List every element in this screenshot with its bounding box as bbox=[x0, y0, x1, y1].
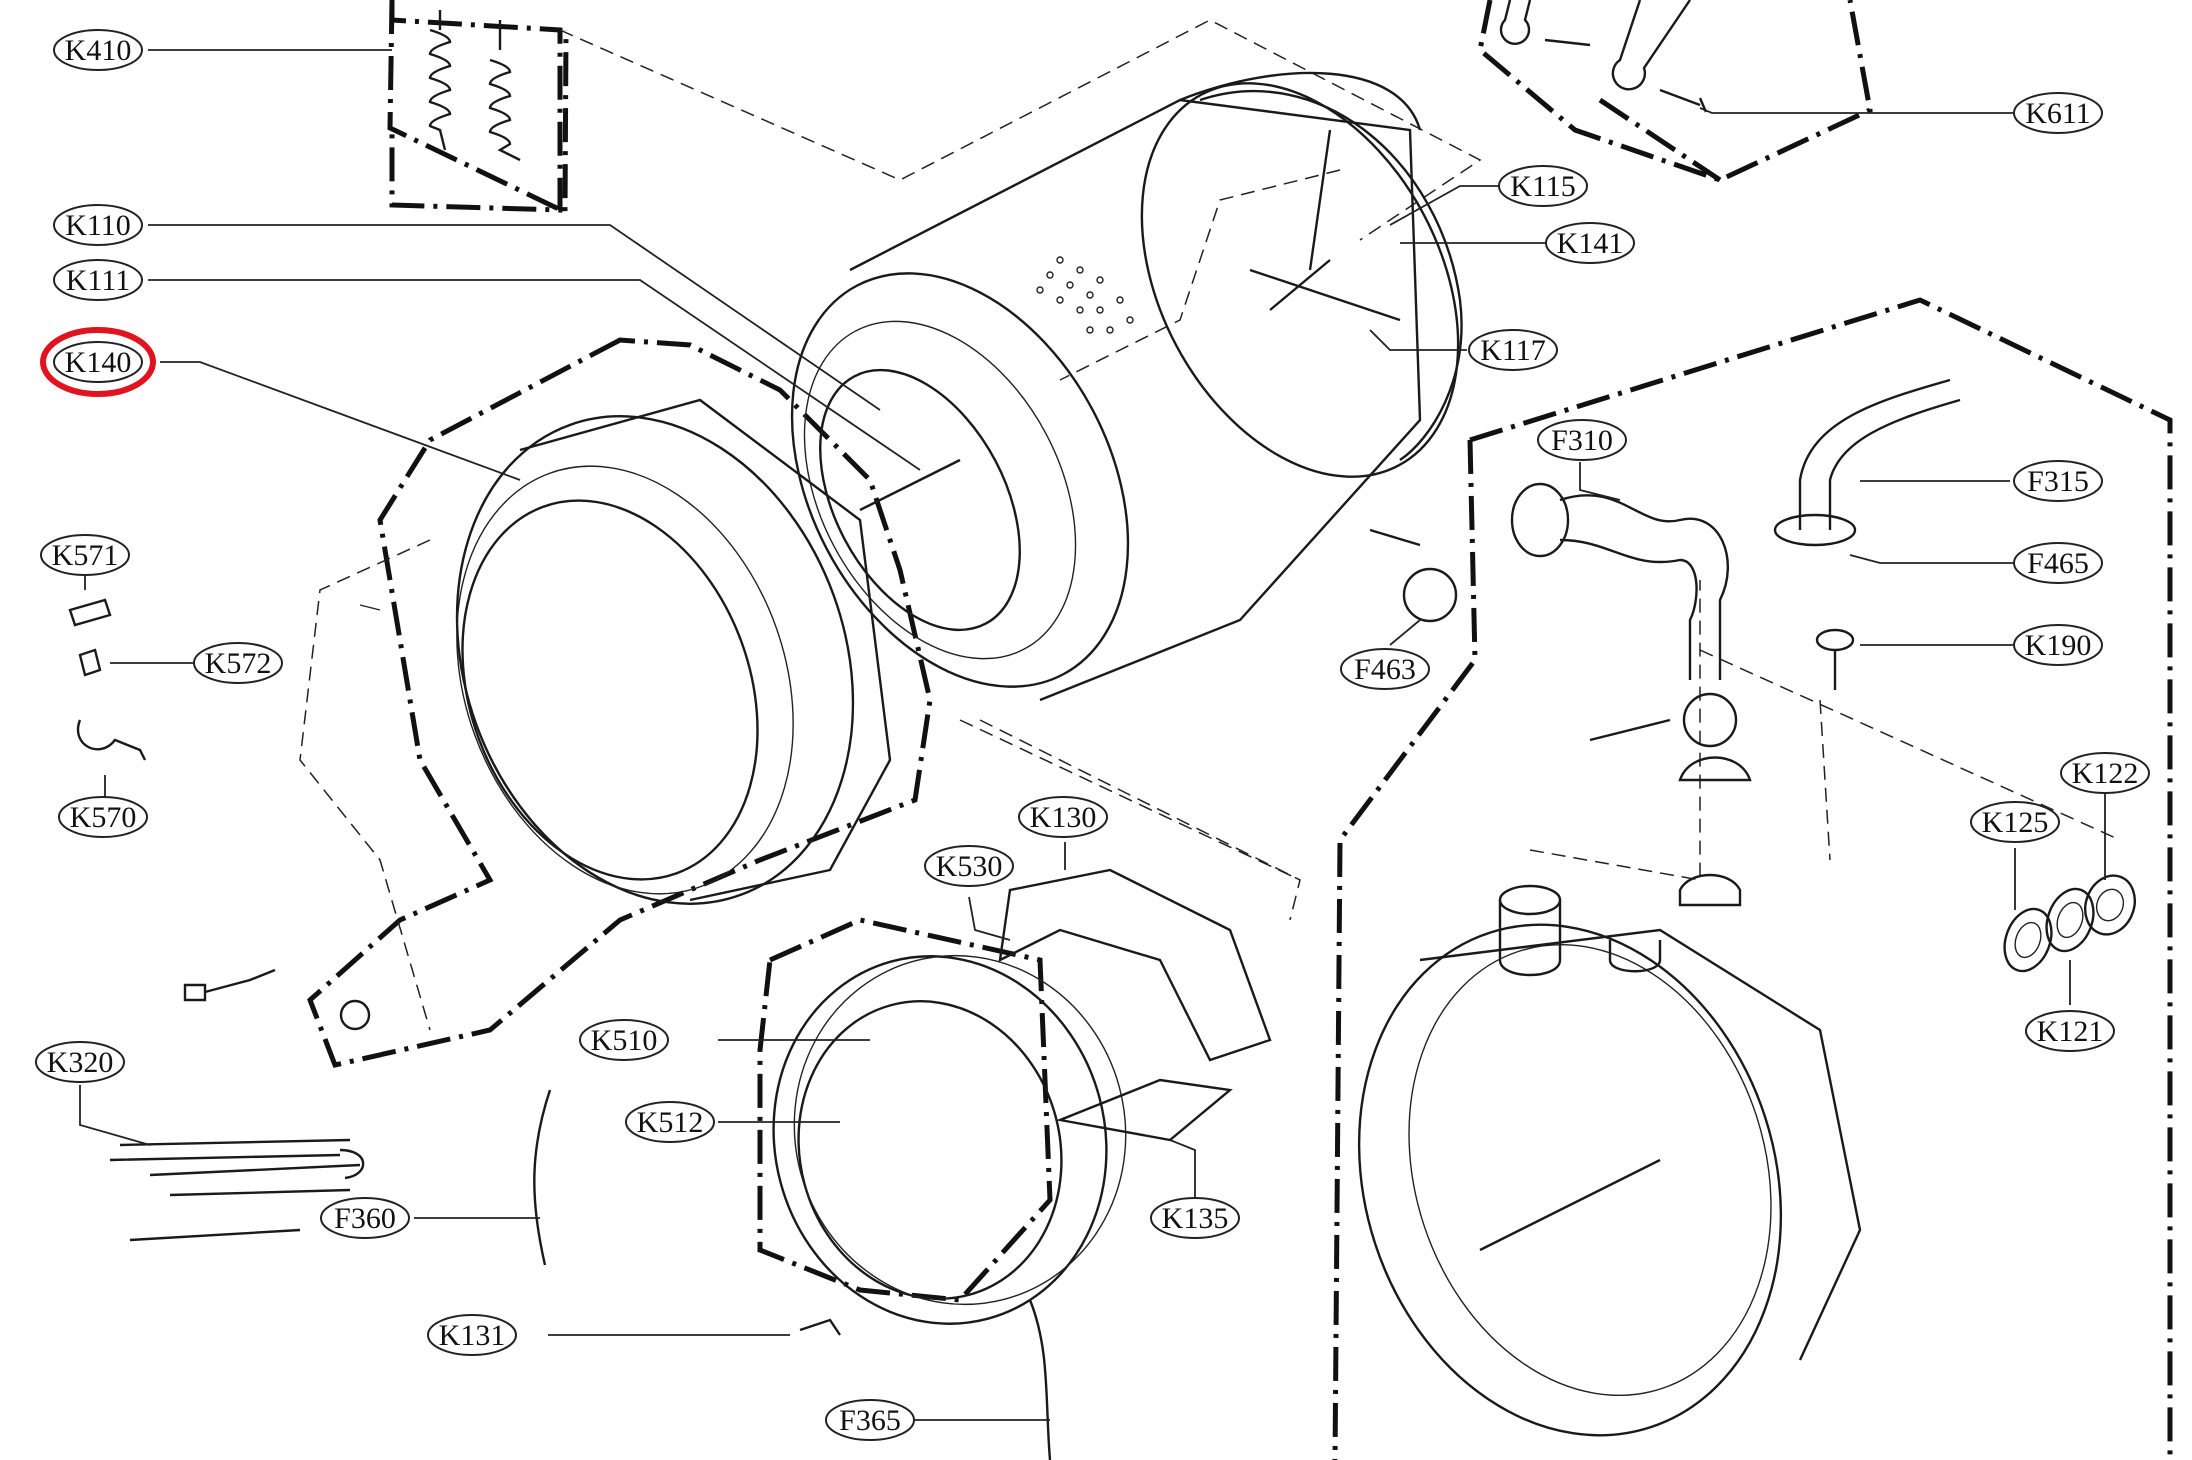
callout-K121[interactable]: K121 bbox=[2025, 1010, 2115, 1052]
callout-K111[interactable]: K111 bbox=[53, 259, 143, 301]
svg-text:F360: F360 bbox=[334, 1202, 396, 1235]
hoses bbox=[1510, 378, 1961, 680]
svg-text:K140: K140 bbox=[65, 346, 132, 379]
svg-text:F315: F315 bbox=[2027, 465, 2089, 498]
callout-K572[interactable]: K572 bbox=[193, 642, 283, 684]
tub-front bbox=[359, 398, 892, 905]
svg-text:K320: K320 bbox=[47, 1046, 114, 1079]
svg-text:K110: K110 bbox=[65, 209, 131, 242]
door-gasket-assembly bbox=[533, 868, 1272, 1460]
svg-text:F365: F365 bbox=[839, 1404, 901, 1437]
callout-K530[interactable]: K530 bbox=[924, 845, 1014, 887]
svg-text:K125: K125 bbox=[1982, 806, 2049, 839]
callout-K122[interactable]: K122 bbox=[2060, 752, 2150, 794]
callout-K141[interactable]: K141 bbox=[1545, 222, 1635, 264]
suspension-springs bbox=[428, 10, 521, 162]
callouts: K410 K611 K115 K141 K110 K111 K140 K117 … bbox=[35, 29, 2150, 1441]
callout-K611[interactable]: K611 bbox=[2013, 92, 2103, 134]
callout-K117[interactable]: K117 bbox=[1468, 329, 1558, 371]
svg-text:K611: K611 bbox=[2025, 97, 2091, 130]
svg-text:K570: K570 bbox=[70, 801, 137, 834]
svg-text:K572: K572 bbox=[205, 647, 272, 680]
svg-text:K115: K115 bbox=[1510, 170, 1576, 203]
callout-K131[interactable]: K131 bbox=[427, 1314, 517, 1356]
assembly-guides bbox=[299, 19, 2121, 1031]
callout-F360[interactable]: F360 bbox=[320, 1197, 410, 1239]
callout-K571[interactable]: K571 bbox=[40, 534, 130, 576]
svg-text:K111: K111 bbox=[66, 264, 130, 297]
svg-text:K410: K410 bbox=[65, 34, 132, 67]
callout-F310[interactable]: F310 bbox=[1537, 419, 1627, 461]
svg-text:F463: F463 bbox=[1354, 653, 1416, 686]
callout-K110[interactable]: K110 bbox=[53, 204, 143, 246]
leader-lines bbox=[79, 49, 2106, 1421]
callout-K320[interactable]: K320 bbox=[35, 1041, 125, 1083]
callout-K135[interactable]: K135 bbox=[1150, 1197, 1240, 1239]
callout-K190[interactable]: K190 bbox=[2013, 624, 2103, 666]
callout-K510[interactable]: K510 bbox=[579, 1019, 669, 1061]
callout-K125[interactable]: K125 bbox=[1970, 801, 2060, 843]
svg-text:K130: K130 bbox=[1030, 801, 1097, 834]
callout-K115[interactable]: K115 bbox=[1498, 165, 1588, 207]
bearings bbox=[2003, 874, 2136, 973]
svg-text:K530: K530 bbox=[936, 850, 1003, 883]
callout-K140[interactable]: K140 bbox=[53, 341, 143, 383]
callout-F465[interactable]: F465 bbox=[2013, 542, 2103, 584]
svg-text:K131: K131 bbox=[439, 1319, 506, 1352]
rear-tub bbox=[1357, 884, 1862, 1437]
drum-assembly bbox=[790, 71, 1460, 702]
svg-text:F310: F310 bbox=[1551, 424, 1613, 457]
highlight-ring bbox=[40, 327, 156, 397]
svg-text:K190: K190 bbox=[2025, 629, 2092, 662]
svg-text:K121: K121 bbox=[2037, 1015, 2104, 1048]
svg-text:K141: K141 bbox=[1557, 227, 1624, 260]
callout-K512[interactable]: K512 bbox=[625, 1101, 715, 1143]
group-boundaries bbox=[307, 0, 2173, 1460]
svg-text:F465: F465 bbox=[2027, 547, 2089, 580]
svg-text:K510: K510 bbox=[591, 1024, 658, 1057]
callout-F365[interactable]: F365 bbox=[825, 1399, 915, 1441]
svg-text:K135: K135 bbox=[1162, 1202, 1229, 1235]
drum-gasket bbox=[1199, 89, 1463, 461]
callout-K410[interactable]: K410 bbox=[53, 29, 143, 71]
small-parts-left bbox=[68, 598, 371, 1242]
small-parts-right bbox=[1369, 528, 1855, 907]
svg-text:K117: K117 bbox=[1480, 334, 1546, 367]
callout-F463[interactable]: F463 bbox=[1340, 648, 1430, 690]
callout-K130[interactable]: K130 bbox=[1018, 796, 1108, 838]
svg-text:K512: K512 bbox=[637, 1106, 704, 1139]
callout-K570[interactable]: K570 bbox=[58, 796, 148, 838]
svg-text:K571: K571 bbox=[52, 539, 119, 572]
svg-text:K122: K122 bbox=[2072, 757, 2139, 790]
callout-F315[interactable]: F315 bbox=[2013, 460, 2103, 502]
dampers bbox=[1499, 0, 1708, 113]
